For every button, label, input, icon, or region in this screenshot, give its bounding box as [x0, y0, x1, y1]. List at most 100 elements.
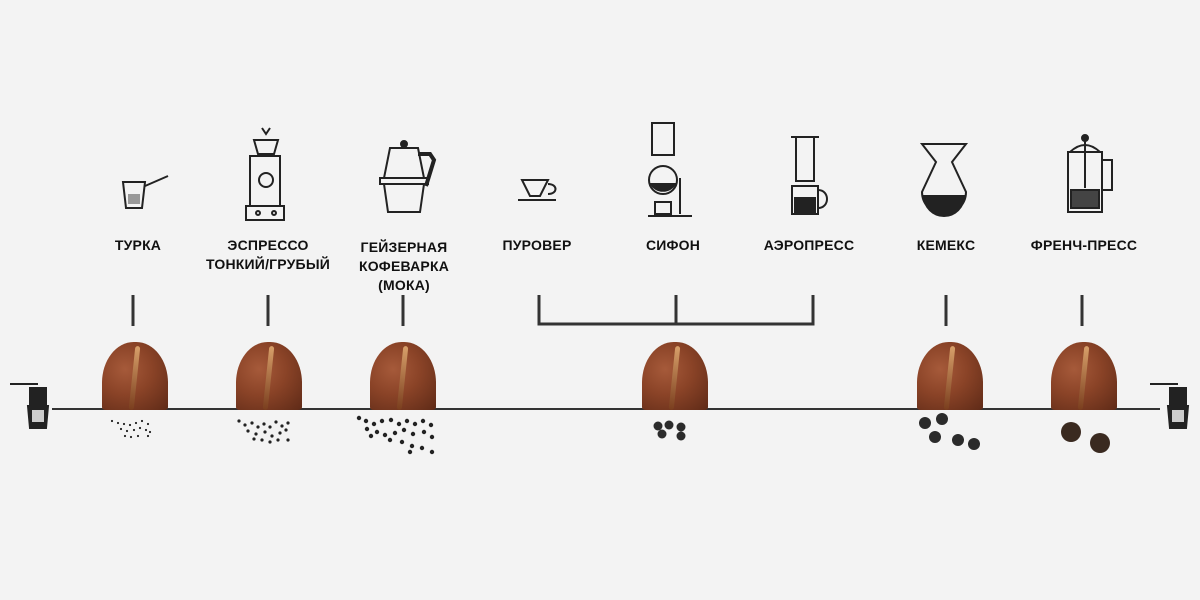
- grounds-fine: [278, 431, 282, 435]
- grounds-fine: [243, 423, 247, 427]
- grounds-extra-fine: [140, 419, 144, 423]
- grounds-medium-fine: [392, 430, 398, 436]
- grounds-extra-fine: [129, 435, 133, 439]
- grounds-medium-coarse: [919, 417, 931, 429]
- coffee-bean-chemex: [917, 342, 983, 410]
- grounds-medium-fine: [371, 421, 377, 427]
- grounds-medium-fine: [368, 433, 374, 439]
- grounds-extra-fine: [148, 430, 152, 434]
- coffee-bean-moka: [370, 342, 436, 410]
- coffee-bean-espresso: [236, 342, 302, 410]
- ground-particles: [110, 413, 1110, 455]
- label-line: ГЕЙЗЕРНАЯ: [360, 239, 448, 255]
- grounds-medium-fine: [410, 431, 416, 437]
- label-line: ТУРКА: [114, 237, 162, 253]
- grounds-medium-coarse: [929, 431, 941, 443]
- grounds-fine: [246, 429, 250, 433]
- hand-grinder-left-icon: [10, 383, 50, 429]
- grounds-medium-fine: [364, 426, 370, 432]
- grounds-fine: [286, 438, 290, 442]
- grounds-extra-fine: [138, 426, 142, 430]
- label-line: ТОНКИЙ/ГРУБЫЙ: [206, 256, 330, 272]
- grounds-fine: [286, 421, 290, 425]
- chemex-icon: [919, 143, 969, 217]
- grounds-medium-coarse: [968, 438, 980, 450]
- coffee-bean-frenchpress: [1051, 342, 1117, 410]
- grounds-medium-fine: [401, 427, 407, 433]
- pour-over-dripper-icon: [518, 179, 557, 201]
- grounds-medium-coarse: [952, 434, 964, 446]
- label-line: СИФОН: [645, 237, 701, 253]
- grounds-medium-fine: [409, 443, 415, 449]
- label-line: ПУРОВЕР: [502, 237, 572, 253]
- label-line: ФРЕНЧ-ПРЕСС: [1030, 237, 1138, 253]
- grounds-extra-fine: [146, 434, 150, 438]
- label-line: ЭСПРЕССО: [227, 237, 309, 253]
- grounds-medium-fine: [429, 434, 435, 440]
- grounds-medium-coarse: [936, 413, 948, 425]
- label-frenchpress: ФРЕНЧ-ПРЕСС: [1031, 236, 1137, 255]
- moka-pot-icon: [379, 140, 437, 213]
- siphon-brewer-icon: [648, 122, 692, 217]
- label-line: КОФЕВАРКА: [358, 258, 450, 274]
- label-aeropress: АЭРОПРЕСС: [764, 236, 855, 255]
- hand-grinder-right-icon: [1150, 383, 1190, 429]
- grounds-medium-fine: [429, 449, 435, 455]
- grounds-medium: [676, 422, 686, 432]
- grounds-extra-fine: [123, 434, 127, 438]
- coffee-bean-medium-group: [642, 342, 708, 410]
- grounds-fine: [284, 428, 288, 432]
- grounds-medium-fine: [363, 418, 369, 424]
- grounds-fine: [250, 421, 254, 425]
- grounds-medium-fine: [379, 418, 385, 424]
- grounds-medium-fine: [382, 432, 388, 438]
- bracket-medium-group: [537, 295, 815, 326]
- label-line: (МОКА): [378, 277, 430, 293]
- french-press-icon: [1067, 134, 1113, 213]
- grounds-medium-fine: [428, 422, 434, 428]
- grounds-medium-fine: [396, 421, 402, 427]
- grounds-extra-fine: [132, 428, 136, 432]
- grounds-extra-fine: [146, 422, 150, 426]
- grounds-fine: [280, 424, 284, 428]
- grounds-medium: [653, 421, 663, 431]
- grounds-extra-fine: [110, 419, 114, 423]
- grounds-extra-fine: [116, 421, 120, 425]
- grounds-fine: [237, 419, 241, 423]
- grounds-extra-fine: [134, 421, 138, 425]
- grounds-fine: [260, 438, 264, 442]
- grounds-medium-fine: [412, 421, 418, 427]
- grounds-fine: [262, 422, 266, 426]
- label-pourover: ПУРОВЕР: [502, 236, 571, 255]
- turkish-cezve-icon: [121, 175, 169, 209]
- grounds-medium-fine: [421, 429, 427, 435]
- grounds-fine: [254, 432, 258, 436]
- label-chemex: КЕМЕКС: [917, 236, 976, 255]
- grounds-extra-fine: [136, 434, 140, 438]
- grounds-extra-fine: [125, 429, 129, 433]
- grounds-fine: [276, 438, 280, 442]
- espresso-machine-icon: [245, 127, 285, 221]
- grounds-medium-fine: [399, 439, 405, 445]
- label-espresso: ЭСПРЕССО ТОНКИЙ/ГРУБЫЙ: [206, 236, 330, 274]
- label-line: АЭРОПРЕСС: [763, 237, 855, 253]
- grounds-fine: [252, 437, 256, 441]
- aeropress-icon: [791, 136, 828, 215]
- coffee-bean-turka: [102, 342, 168, 410]
- grounds-medium-fine: [387, 437, 393, 443]
- grounds-fine: [268, 440, 272, 444]
- grounds-medium: [676, 431, 686, 441]
- grounds-coarse: [1090, 433, 1110, 453]
- grounds-extra-fine: [144, 428, 148, 432]
- grounds-fine: [256, 425, 260, 429]
- connectors: [131, 295, 1084, 326]
- label-moka: ГЕЙЗЕРНАЯ КОФЕВАРКА (МОКА): [359, 238, 449, 295]
- grounds-medium-fine: [404, 418, 410, 424]
- grounds-medium-fine: [374, 429, 380, 435]
- grounds-medium-fine: [388, 417, 394, 423]
- label-turka: ТУРКА: [115, 236, 161, 255]
- grounds-fine: [274, 420, 278, 424]
- grounds-medium-fine: [356, 415, 362, 421]
- grounds-fine: [263, 430, 267, 434]
